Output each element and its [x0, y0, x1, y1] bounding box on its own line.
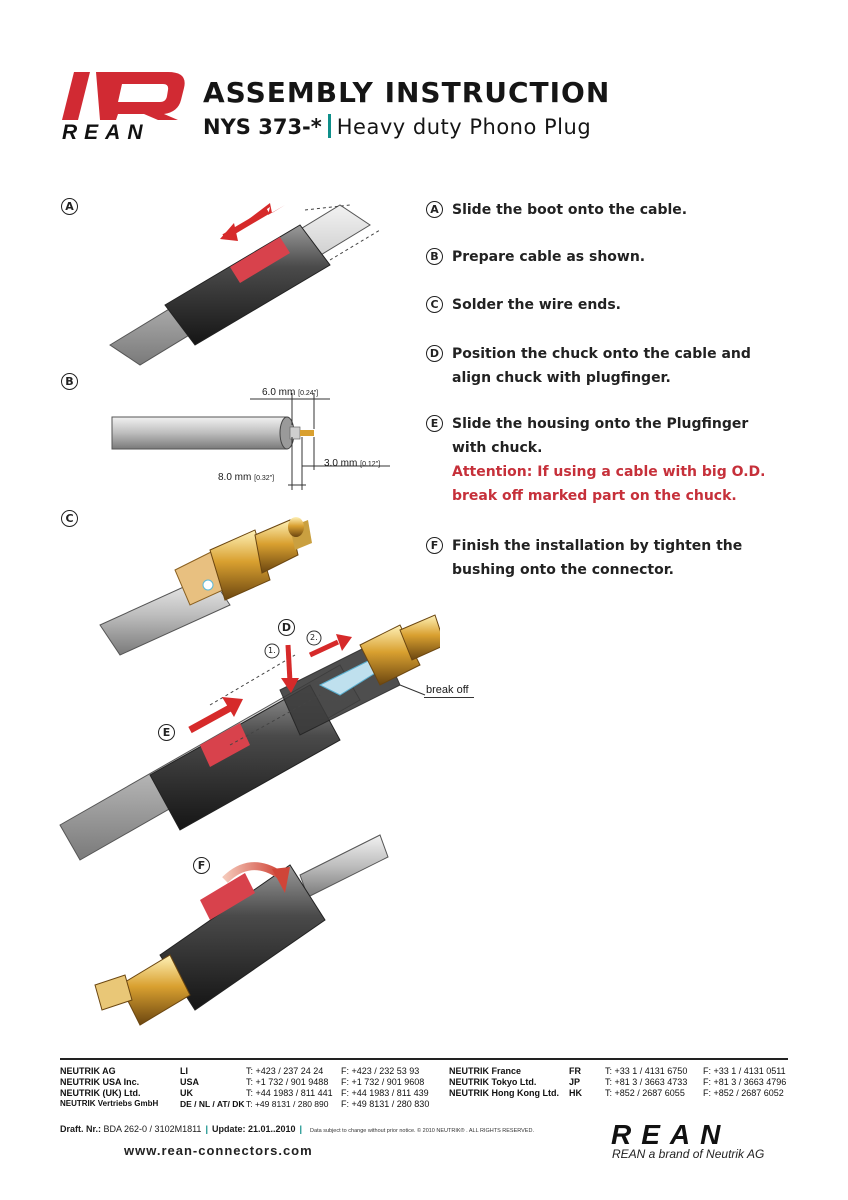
- contact-tel: T: +81 3 / 3663 4733: [605, 1077, 688, 1087]
- step-a-marker: A: [426, 201, 443, 218]
- dim-3mm-unit: [0.12"]: [360, 461, 381, 468]
- contact-tel: T: +423 / 237 24 24: [246, 1066, 324, 1076]
- break-off-underline: [424, 697, 474, 698]
- dimension-3mm: 3.0 mm [0.12"]: [324, 458, 380, 469]
- footer-brand-logo: REAN: [611, 1119, 731, 1150]
- step-e: E Slide the housing onto the Plugfinger …: [426, 412, 796, 508]
- contact-tel: T: +44 1983 / 811 441: [246, 1088, 333, 1098]
- figure-f: [94, 834, 389, 1026]
- contact-fax: F: +852 / 2687 6052: [703, 1088, 784, 1098]
- contact-tel: T: +33 1 / 4131 6750: [605, 1066, 688, 1076]
- disclaimer: Data subject to change without prior not…: [310, 1128, 534, 1134]
- contact-country: UK: [180, 1088, 193, 1098]
- contact-name: NEUTRIK AG: [60, 1066, 116, 1076]
- dimension-8mm: 8.0 mm [0.32"]: [218, 472, 274, 483]
- figure-label-c: C: [61, 510, 78, 527]
- title-separator: [327, 114, 331, 138]
- step-b-text: Prepare cable as shown.: [452, 249, 646, 265]
- contact-country: JP: [569, 1077, 581, 1087]
- break-off-label: break off: [426, 684, 469, 696]
- figure-a: [109, 203, 381, 366]
- contact-fax: F: +33 1 / 4131 0511: [703, 1066, 786, 1076]
- product-subtitle: Heavy duty Phono Plug: [336, 115, 592, 139]
- contact-tel: T: +1 732 / 901 9488: [246, 1077, 329, 1087]
- contacts-table: NEUTRIK AG LI T: +423 / 237 24 24 F: +42…: [60, 1066, 788, 1116]
- contact-name: NEUTRIK Vertriebs GmbH: [60, 1099, 159, 1108]
- website-link[interactable]: www.rean-connectors.com: [124, 1143, 313, 1158]
- step-f-text: Finish the installation by tighten the b…: [452, 538, 743, 578]
- dimension-6mm: 6.0 mm [0.24"]: [262, 387, 318, 398]
- draft-info: Draft. Nr.: BDA 262-0 / 3102M1811|Update…: [60, 1124, 534, 1134]
- contact-country: FR: [569, 1066, 581, 1076]
- step-c-text: Solder the wire ends.: [452, 297, 621, 313]
- rean-logo: REAN: [60, 70, 195, 145]
- assembly-figures: [59, 203, 440, 1026]
- step-e-text: Slide the housing onto the Plugfinger wi…: [452, 416, 749, 456]
- step-b-marker: B: [426, 248, 443, 265]
- brand-tagline: REAN a brand of Neutrik AG: [612, 1147, 765, 1161]
- model-number: NYS 373-*: [203, 115, 322, 139]
- contact-fax: F: +1 732 / 901 9608: [341, 1077, 425, 1087]
- page-title: ASSEMBLY INSTRUCTION: [203, 76, 611, 109]
- dim-3mm-value: 3.0 mm: [324, 458, 358, 469]
- contact-name: NEUTRIK USA Inc.: [60, 1077, 140, 1087]
- contact-tel: T: +49 8131 / 280 890: [246, 1099, 329, 1109]
- contact-country: DE / NL / AT/ DK: [180, 1099, 245, 1109]
- contact-name: NEUTRIK Hong Kong Ltd.: [449, 1088, 559, 1098]
- step-d: D Position the chuck onto the cable and …: [426, 342, 766, 390]
- step-e-warning: Attention: If using a cable with big O.D…: [452, 464, 766, 504]
- contact-name: NEUTRIK France: [449, 1066, 522, 1076]
- figure-label-b: B: [61, 373, 78, 390]
- logo-wordmark: REAN: [62, 121, 150, 144]
- footer-divider: [60, 1058, 788, 1060]
- step-f: F Finish the installation by tighten the…: [426, 534, 776, 582]
- contact-fax: F: +44 1983 / 811 439: [341, 1088, 429, 1098]
- dim-6mm-value: 6.0 mm: [262, 387, 296, 398]
- arrow-label-1: 1.: [268, 646, 276, 655]
- step-b: B Prepare cable as shown.: [426, 245, 826, 269]
- draft-separator: |: [205, 1124, 208, 1134]
- contact-name: NEUTRIK (UK) Ltd.: [60, 1088, 141, 1098]
- product-line: NYS 373-* Heavy duty Phono Plug: [203, 114, 591, 139]
- step-d-text: Position the chuck onto the cable and al…: [452, 346, 751, 386]
- figure-label-a: A: [61, 198, 78, 215]
- contact-country: USA: [180, 1077, 200, 1087]
- contact-fax: F: +49 8131 / 280 830: [341, 1099, 430, 1109]
- arrow-label-2: 2.: [310, 633, 318, 642]
- figure-label-e: E: [158, 724, 175, 741]
- contact-name: NEUTRIK Tokyo Ltd.: [449, 1077, 537, 1087]
- contact-country: LI: [180, 1066, 188, 1076]
- step-a-text: Slide the boot onto the cable.: [452, 202, 688, 218]
- figure-label-d: D: [278, 619, 295, 636]
- contact-tel: T: +852 / 2687 6055: [605, 1088, 685, 1098]
- draft-separator: |: [299, 1124, 303, 1134]
- step-f-marker: F: [426, 537, 443, 554]
- contact-fax: F: +81 3 / 3663 4796: [703, 1077, 787, 1087]
- dim-6mm-unit: [0.24"]: [298, 390, 319, 397]
- draft-number: BDA 262-0 / 3102M1811: [103, 1124, 202, 1134]
- update-date: Update: 21.01..2010: [211, 1124, 296, 1134]
- dim-8mm-value: 8.0 mm: [218, 472, 252, 483]
- step-a: A Slide the boot onto the cable.: [426, 198, 826, 222]
- figure-c: [99, 517, 312, 656]
- step-e-marker: E: [426, 415, 443, 432]
- draft-label: Draft. Nr.:: [60, 1124, 102, 1134]
- contact-country: HK: [569, 1088, 582, 1098]
- step-c: C Solder the wire ends.: [426, 293, 826, 317]
- dim-8mm-unit: [0.32"]: [254, 475, 275, 482]
- contact-fax: F: +423 / 232 53 93: [341, 1066, 420, 1076]
- step-c-marker: C: [426, 296, 443, 313]
- figure-label-f: F: [193, 857, 210, 874]
- figure-b: [111, 393, 390, 490]
- figure-d-e: [59, 614, 440, 861]
- step-d-marker: D: [426, 345, 443, 362]
